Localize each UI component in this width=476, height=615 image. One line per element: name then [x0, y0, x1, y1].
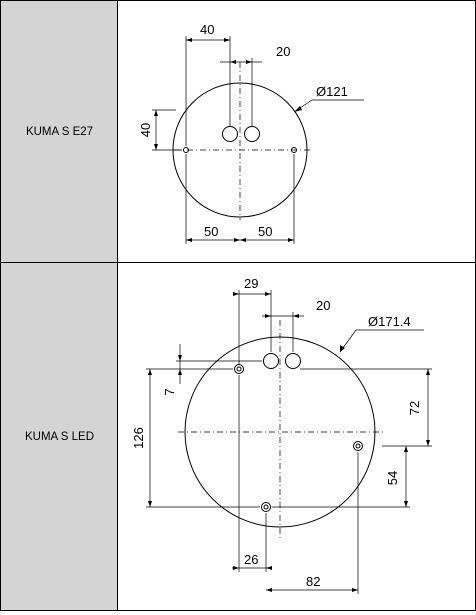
dim-bottom-50-right: 50: [258, 224, 272, 239]
cable-hole-left: [263, 353, 279, 369]
dim-bottom-82: 82: [306, 574, 320, 589]
table-border-column: [117, 0, 118, 611]
dim-right-72: 72: [407, 401, 422, 415]
mount-hole-top-left: [234, 364, 244, 374]
dim-top-20: 20: [276, 44, 290, 59]
dim-right-54: 54: [385, 471, 400, 485]
table-border-top: [0, 0, 476, 1]
table-border-left: [0, 0, 1, 611]
dim-left-40: 40: [138, 123, 153, 137]
row1-label-cell: KUMA S E27: [1, 1, 118, 262]
dim-bottom-50-left: 50: [204, 224, 218, 239]
dim-left-126: 126: [131, 427, 146, 449]
dim-bottom-26: 26: [244, 552, 258, 567]
kuma-s-e27-drawing: 40 20 Ø121 40 50 50: [138, 22, 364, 244]
dim-top-40: 40: [200, 22, 214, 37]
table-border-middle: [0, 262, 476, 263]
row2-label: KUMA S LED: [24, 430, 95, 443]
mount-hole-bottom: [261, 502, 271, 512]
mount-hole-right: [353, 441, 363, 451]
row1-label: KUMA S E27: [25, 125, 94, 138]
dim-left-7: 7: [162, 388, 177, 395]
cable-hole-right: [285, 353, 301, 369]
dim-diameter: Ø121: [316, 84, 348, 99]
row1-drawing-cell: 40 20 Ø121 40 50 50: [118, 1, 475, 262]
kuma-s-led-drawing: 29 20 Ø171.4 7 126 72 54 26 82: [131, 276, 432, 594]
dim-top-29: 29: [244, 276, 258, 291]
dim-top-20: 20: [316, 298, 330, 313]
dim-diameter: Ø171.4: [368, 314, 411, 329]
cable-hole-left: [222, 126, 238, 142]
cable-hole-right: [244, 126, 260, 142]
row2-drawing-cell: 29 20 Ø171.4 7 126 72 54 26 82: [118, 263, 475, 610]
row2-label-cell: KUMA S LED: [1, 263, 118, 610]
